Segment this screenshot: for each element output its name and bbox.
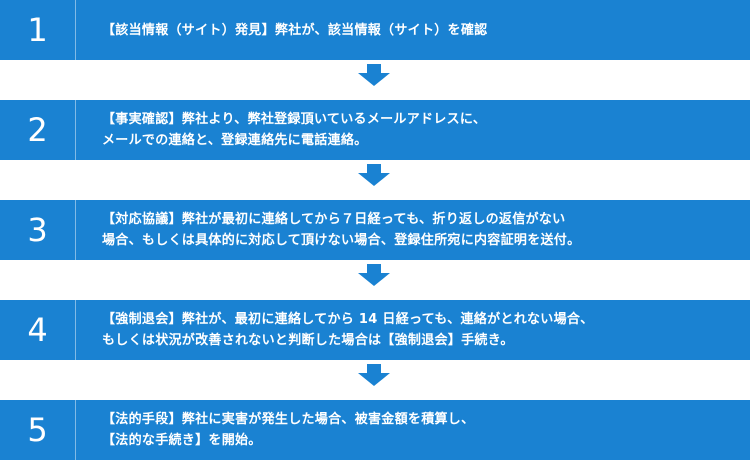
down-arrow-icon bbox=[358, 364, 390, 386]
step-description: 【対応協議】弊社が最初に連絡してから７日経っても、折り返しの返信がない 場合、も… bbox=[76, 209, 750, 251]
step-number: 4 bbox=[0, 300, 76, 360]
step-text-line: 【法的な手続き】を開始。 bbox=[102, 433, 262, 448]
down-arrow-icon bbox=[358, 264, 390, 286]
step-text-line: 【対応協議】弊社が最初に連絡してから７日経っても、折り返しの返信がない bbox=[102, 212, 566, 227]
step-text-line: 場合、もしくは具体的に対応して頂けない場合、登録住所宛に内容証明を送付。 bbox=[102, 233, 581, 248]
down-arrow-icon bbox=[358, 164, 390, 186]
step-1: 1 【該当情報（サイト）発見】弊社が、該当情報（サイト）を確認 bbox=[0, 0, 750, 60]
step-number: 3 bbox=[0, 200, 76, 260]
step-text-line: 【事実確認】弊社より、弊社登録頂いているメールアドレスに、 bbox=[102, 112, 487, 127]
step-text-line: 【該当情報（サイト）発見】弊社が、該当情報（サイト）を確認 bbox=[102, 22, 488, 38]
down-arrow-icon bbox=[358, 64, 390, 86]
step-text-line: メールでの連絡と、登録連絡先に電話連絡。 bbox=[102, 133, 368, 148]
step-number: 2 bbox=[0, 100, 76, 160]
step-text-line: 【強制退会】弊社が、最初に連絡してから 14 日経っても、連絡がとれない場合、 bbox=[102, 312, 594, 327]
step-description: 【強制退会】弊社が、最初に連絡してから 14 日経っても、連絡がとれない場合、 … bbox=[76, 309, 750, 351]
step-number: 1 bbox=[0, 0, 76, 60]
step-description: 【事実確認】弊社より、弊社登録頂いているメールアドレスに、 メールでの連絡と、登… bbox=[76, 109, 750, 151]
step-text-line: 【法的手段】弊社に実害が発生した場合、被害金額を積算し、 bbox=[102, 412, 475, 427]
step-2: 2 【事実確認】弊社より、弊社登録頂いているメールアドレスに、 メールでの連絡と… bbox=[0, 100, 750, 160]
step-5: 5 【法的手段】弊社に実害が発生した場合、被害金額を積算し、 【法的な手続き】を… bbox=[0, 400, 750, 460]
step-description: 【該当情報（サイト）発見】弊社が、該当情報（サイト）を確認 bbox=[76, 20, 750, 41]
step-number: 5 bbox=[0, 400, 76, 460]
step-4: 4 【強制退会】弊社が、最初に連絡してから 14 日経っても、連絡がとれない場合… bbox=[0, 300, 750, 360]
step-text-line: もしくは状況が改善されないと判断した場合は【強制退会】手続き。 bbox=[102, 333, 514, 348]
step-description: 【法的手段】弊社に実害が発生した場合、被害金額を積算し、 【法的な手続き】を開始… bbox=[76, 409, 750, 451]
step-3: 3 【対応協議】弊社が最初に連絡してから７日経っても、折り返しの返信がない 場合… bbox=[0, 200, 750, 260]
